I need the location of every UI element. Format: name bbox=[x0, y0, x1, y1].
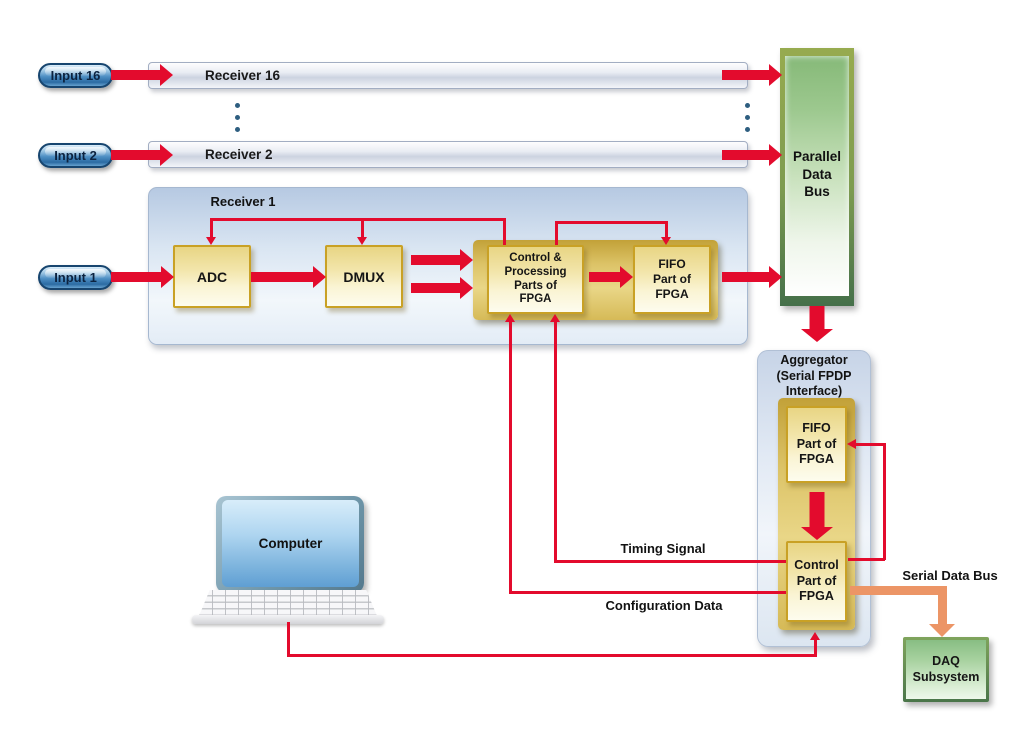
arrow-dmux-to-fpga-lower bbox=[411, 277, 473, 299]
daq-subsystem-block: DAQ Subsystem bbox=[903, 637, 989, 702]
arrow-input2-to-receiver2 bbox=[111, 144, 173, 166]
control-processing-label: Control & Processing Parts of FPGA bbox=[504, 251, 567, 306]
line-ctrl-feedback-run bbox=[210, 218, 506, 221]
line-ctrl-feedback-riser bbox=[503, 218, 506, 245]
arrowhead-into-adc bbox=[206, 237, 216, 245]
aggregator-control-block: Control Part of FPGA bbox=[786, 541, 847, 622]
line-config-vertical bbox=[509, 321, 512, 592]
parallel-data-bus-label: Parallel Data Bus bbox=[792, 149, 842, 200]
input-1-label: Input 1 bbox=[54, 270, 97, 285]
arrow-bus-to-aggregator bbox=[800, 306, 834, 342]
arrowhead-config-into-control bbox=[505, 314, 515, 322]
dmux-label: DMUX bbox=[343, 268, 385, 285]
receiver-2-label: Receiver 2 bbox=[205, 147, 273, 162]
line-ctrl-fifo-run bbox=[555, 221, 668, 224]
arrow-aggfifo-to-aggcontrol bbox=[800, 492, 834, 540]
computer-keyboard-deck bbox=[192, 615, 384, 624]
arrow-adc-to-dmux bbox=[251, 266, 326, 288]
control-processing-block: Control & Processing Parts of FPGA bbox=[487, 245, 584, 314]
line-ctrl-fifo-drop bbox=[665, 221, 668, 238]
bus-ellipsis-dots bbox=[745, 103, 750, 139]
line-aggctrl-feedback-out bbox=[848, 558, 885, 561]
aggregator-title: Aggregator (Serial FPDP Interface) bbox=[776, 353, 852, 399]
arrow-receiver16-to-bus bbox=[722, 64, 782, 86]
computer-keyboard bbox=[199, 590, 377, 616]
receiver-16-bar: Receiver 16 bbox=[148, 62, 748, 89]
receiver1-fifo-label: FIFO Part of FPGA bbox=[652, 257, 691, 301]
receiver-1-label: Receiver 1 bbox=[210, 194, 276, 209]
daq-subsystem-body: DAQ Subsystem bbox=[906, 640, 986, 699]
receiver-16-label: Receiver 16 bbox=[205, 68, 281, 83]
receiver1-fifo-block: FIFO Part of FPGA bbox=[633, 245, 711, 314]
daq-subsystem-label: DAQ Subsystem bbox=[912, 653, 980, 684]
line-ctrl-to-dmux bbox=[361, 218, 364, 238]
arrowhead-into-fifo bbox=[661, 237, 671, 245]
line-timing-horizontal bbox=[554, 560, 786, 563]
aggregator-fifo-label: FIFO Part of FPGA bbox=[796, 421, 837, 467]
line-ctrl-to-adc bbox=[210, 218, 213, 238]
serial-bus-vertical bbox=[938, 586, 947, 626]
computer: Computer bbox=[216, 496, 364, 593]
arrow-input1-to-adc bbox=[111, 266, 174, 288]
line-timing-vertical bbox=[554, 321, 557, 561]
arrow-receiver1-to-bus bbox=[722, 266, 782, 288]
input-2-pill: Input 2 bbox=[38, 143, 113, 168]
serial-data-bus-label: Serial Data Bus bbox=[902, 568, 998, 583]
line-computer-drop bbox=[287, 622, 290, 656]
arrowhead-into-daq bbox=[929, 624, 955, 637]
aggregator-fifo-block: FIFO Part of FPGA bbox=[786, 406, 847, 483]
aggregator-control-label: Control Part of FPGA bbox=[794, 558, 839, 604]
arrowhead-into-dmux bbox=[357, 237, 367, 245]
arrowhead-timing-into-control bbox=[550, 314, 560, 322]
line-computer-run bbox=[287, 654, 817, 657]
parallel-data-bus-body bbox=[785, 56, 849, 296]
computer-screen: Computer bbox=[222, 500, 359, 587]
line-config-horizontal bbox=[509, 591, 786, 594]
dmux-block: DMUX bbox=[325, 245, 403, 308]
arrow-input16-to-receiver16 bbox=[111, 64, 173, 86]
adc-label: ADC bbox=[196, 268, 228, 285]
adc-block: ADC bbox=[173, 245, 251, 308]
receivers-ellipsis-dots bbox=[235, 103, 240, 139]
receiver-2-bar: Receiver 2 bbox=[148, 141, 748, 168]
input-1-pill: Input 1 bbox=[38, 265, 113, 290]
arrow-receiver2-to-bus bbox=[722, 144, 782, 166]
configuration-data-label: Configuration Data bbox=[605, 598, 723, 613]
arrow-dmux-to-fpga-upper bbox=[411, 249, 473, 271]
input-16-label: Input 16 bbox=[50, 68, 101, 83]
line-ctrl-fifo-riser bbox=[555, 221, 558, 245]
computer-label: Computer bbox=[258, 536, 323, 551]
parallel-data-bus: Parallel Data Bus bbox=[780, 48, 854, 306]
line-aggctrl-feedback-run bbox=[856, 443, 885, 446]
input-2-label: Input 2 bbox=[54, 148, 97, 163]
input-16-pill: Input 16 bbox=[38, 63, 113, 88]
timing-signal-label: Timing Signal bbox=[620, 541, 706, 556]
serial-bus-horizontal bbox=[850, 586, 947, 595]
line-aggctrl-feedback-riser bbox=[883, 443, 886, 560]
arrowhead-into-aggfifo bbox=[847, 439, 856, 449]
line-computer-riser bbox=[814, 640, 817, 656]
arrow-control-to-fifo bbox=[589, 266, 633, 288]
arrowhead-into-aggregator bbox=[810, 632, 820, 640]
